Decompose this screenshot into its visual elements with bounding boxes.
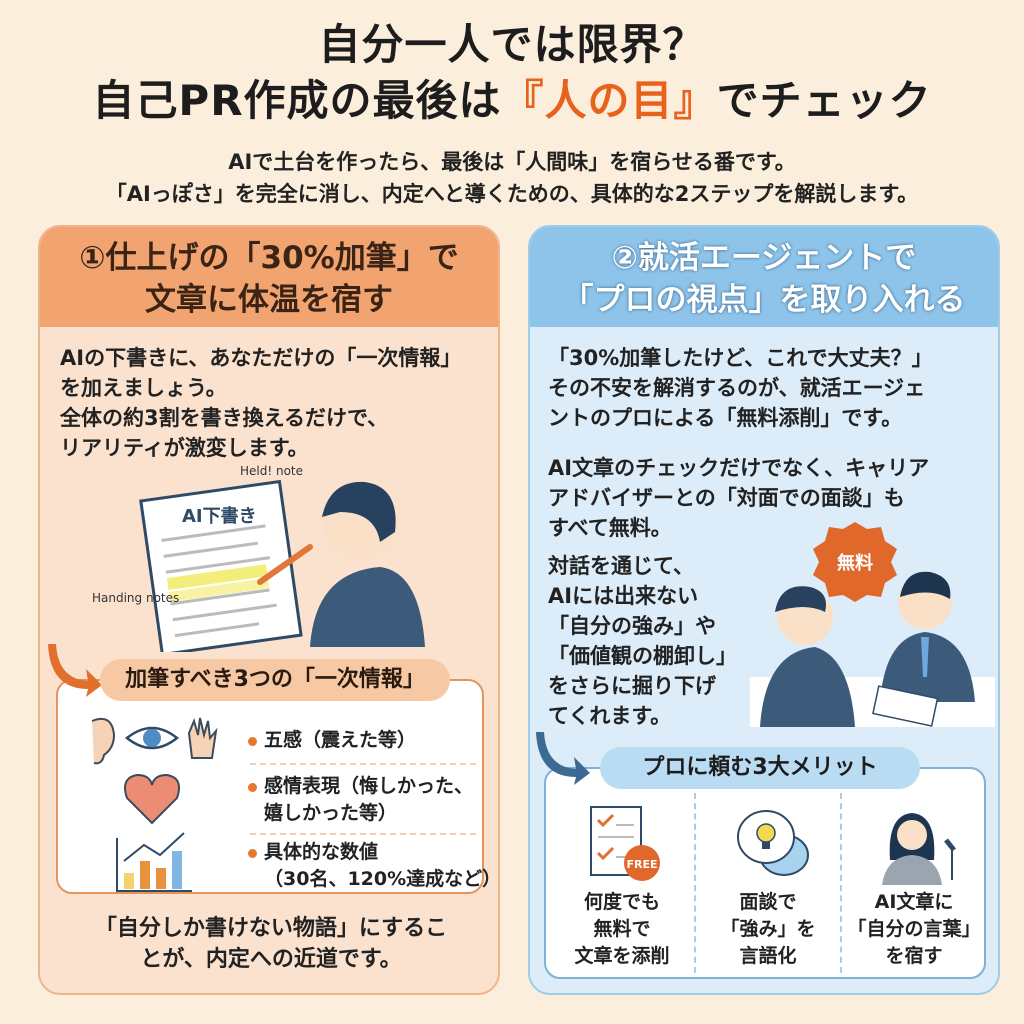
eye-icon — [124, 726, 180, 750]
note-label: Held! note — [240, 464, 303, 478]
lightbulb-speech-icon — [737, 810, 809, 876]
para-line: ントのプロによる「無料添削」です。 — [548, 406, 903, 430]
divider — [840, 793, 842, 973]
merit-free-review: 何度でも無料で文章を添削 — [552, 889, 692, 970]
para-line: 「自分の強み」や — [548, 614, 716, 638]
para-line: てくれます。 — [548, 704, 672, 728]
merit-line: を宿す — [885, 945, 943, 967]
merit-line: 文章を添削 — [574, 945, 670, 967]
step2-heading: ②就活エージェントで 「プロの視点」を取り入れる — [530, 227, 998, 327]
merit-own-words: AI文章に「自分の言葉」を宿す — [844, 889, 984, 970]
merit-line: 言語化 — [739, 945, 797, 967]
primary-info-box-title: 加筆すべき3つの「一次情報」 — [100, 659, 450, 701]
para-line: アドバイザーとの「対面での面談」も — [548, 486, 905, 510]
free-badge-text: 無料 — [837, 552, 873, 574]
divider — [250, 763, 476, 765]
para-line: 「価値観の棚卸し」 — [548, 644, 737, 668]
para-line: AI文章のチェックだけでなく、キャリア — [548, 456, 930, 480]
step1-heading: ①仕上げの「30%加筆」で 文章に体温を宿す — [40, 227, 498, 327]
closing-line: とが、内定への近道です。 — [140, 947, 402, 972]
para-line: 「30%加筆したけど、これで大丈夫？」 — [548, 346, 933, 370]
checklist-free-icon: FREE — [590, 806, 660, 881]
para-line: をさらに掘り下げ — [548, 674, 716, 698]
para-line: AIには出来ない — [548, 584, 699, 608]
bullet-line: 感情表現（悔しかった、 — [264, 775, 474, 797]
step1-heading-line2: 文章に体温を宿す — [145, 282, 393, 318]
title-highlight: 『人の目』 — [501, 76, 717, 125]
bar-chart-growth-icon — [116, 832, 192, 892]
step2-para2: AI文章のチェックだけでなく、キャリア アドバイザーとの「対面での面談」も すべ… — [548, 453, 929, 543]
bullet-line: 嬉しかった等） — [264, 802, 398, 824]
merit-line: 何度でも — [583, 891, 660, 913]
woman-microphone-icon — [882, 813, 956, 885]
bullet-numbers: 具体的な数値 （30名、120%達成など） — [247, 839, 500, 893]
primary-info-box: 五感（震えた等） 感情表現（悔しかった、嬉しかった等） 具体的な数値 （30名、1… — [56, 679, 498, 894]
bullet-line: 具体的な数値 — [264, 841, 379, 863]
note-label: Handing notes — [92, 591, 179, 605]
title-line-2: 自己PR作成の最後は『人の目』でチェック — [0, 74, 1024, 128]
step2-para3: 対話を通じて、 AIには出来ない 「自分の強み」や 「価値観の棚卸し」 をさらに… — [548, 551, 737, 731]
step1-panel: ①仕上げの「30%加筆」で 文章に体温を宿す AIの下書きに、あなただけの「一次… — [38, 225, 500, 995]
merit-line: AI文章に — [874, 891, 954, 913]
document-icon — [872, 685, 939, 727]
advisor-icon — [880, 571, 975, 702]
free-badge-text: FREE — [626, 858, 657, 871]
subtitle-line-1: AIで土台を作ったら、最後は「人間味」を宿らせる番です。 — [228, 150, 796, 174]
step1-closing: 「自分しか書けない物語」にするこ とが、内定への近道です。 — [40, 913, 498, 975]
step2-heading-line1: ②就活エージェントで — [611, 240, 917, 276]
para-line: すべて無料。 — [548, 516, 672, 540]
bullet-line: （30名、120%達成など） — [264, 868, 500, 890]
step2-para1: 「30%加筆したけど、これで大丈夫？」 その不安を解消するのが、就活エージェ ン… — [548, 343, 933, 433]
merits-box: FREE 何度でも無料で文章を添削 面談で「強み」を言語化 AI文章に「自分の言… — [544, 767, 986, 979]
merit-line: 「強み」を — [720, 918, 816, 940]
curved-arrow-icon — [536, 732, 590, 785]
doc-title: AI下書き — [182, 506, 257, 527]
merit-line: 面談で — [739, 891, 797, 913]
title-text-end: でチェック — [716, 76, 932, 125]
title-line-1: 自分一人では限界？ — [318, 20, 706, 69]
bullet-senses: 五感（震えた等） — [247, 727, 416, 754]
intro-line: 全体の約3割を書き換えるだけで、 — [60, 406, 389, 430]
curved-arrow-icon — [48, 644, 102, 697]
merit-line: 「自分の言葉」 — [847, 918, 981, 940]
intro-line: を加えましょう。 — [60, 376, 227, 400]
step2-heading-line2: 「プロの視点」を取り入れる — [562, 282, 966, 318]
title-text: 自己PR作成の最後は — [92, 76, 502, 125]
merit-line: 無料で — [593, 918, 651, 940]
intro-line: リアリティが激変します。 — [60, 436, 309, 460]
merit-verbalize-strengths: 面談で「強み」を言語化 — [698, 889, 838, 970]
closing-line: 「自分しか書けない物語」にするこ — [94, 916, 448, 941]
step2-panel: ②就活エージェントで 「プロの視点」を取り入れる 「30%加筆したけど、これで大… — [528, 225, 1000, 995]
heart-smile-icon — [124, 773, 180, 825]
subtitle-line-2: 「AIっぽさ」を完全に消し、内定へと導くための、具体的な2ステップを解説します。 — [105, 182, 919, 206]
merits-box-title: プロに頼む3大メリット — [600, 747, 920, 789]
divider — [250, 833, 476, 835]
student-writing-icon — [257, 481, 425, 647]
intro-line: AIの下書きに、あなただけの「一次情報」 — [60, 346, 462, 370]
consultation-illustration: 無料 — [750, 522, 995, 727]
bullet-emotions: 感情表現（悔しかった、嬉しかった等） — [247, 773, 474, 827]
para-line: 対話を通じて、 — [548, 554, 694, 578]
step1-intro: AIの下書きに、あなただけの「一次情報」 を加えましょう。 全体の約3割を書き換… — [60, 343, 461, 463]
divider — [694, 793, 696, 973]
ear-icon — [91, 717, 116, 765]
student-icon — [760, 586, 855, 727]
free-badge-icon — [813, 522, 897, 602]
hand-icon — [187, 717, 218, 759]
step1-heading-line1: ①仕上げの「30%加筆」で — [79, 240, 459, 276]
para-line: その不安を解消するのが、就活エージェ — [548, 376, 926, 400]
writing-illustration: AI下書き Held! note Handing notes — [92, 464, 425, 652]
icon-grid — [91, 717, 218, 892]
